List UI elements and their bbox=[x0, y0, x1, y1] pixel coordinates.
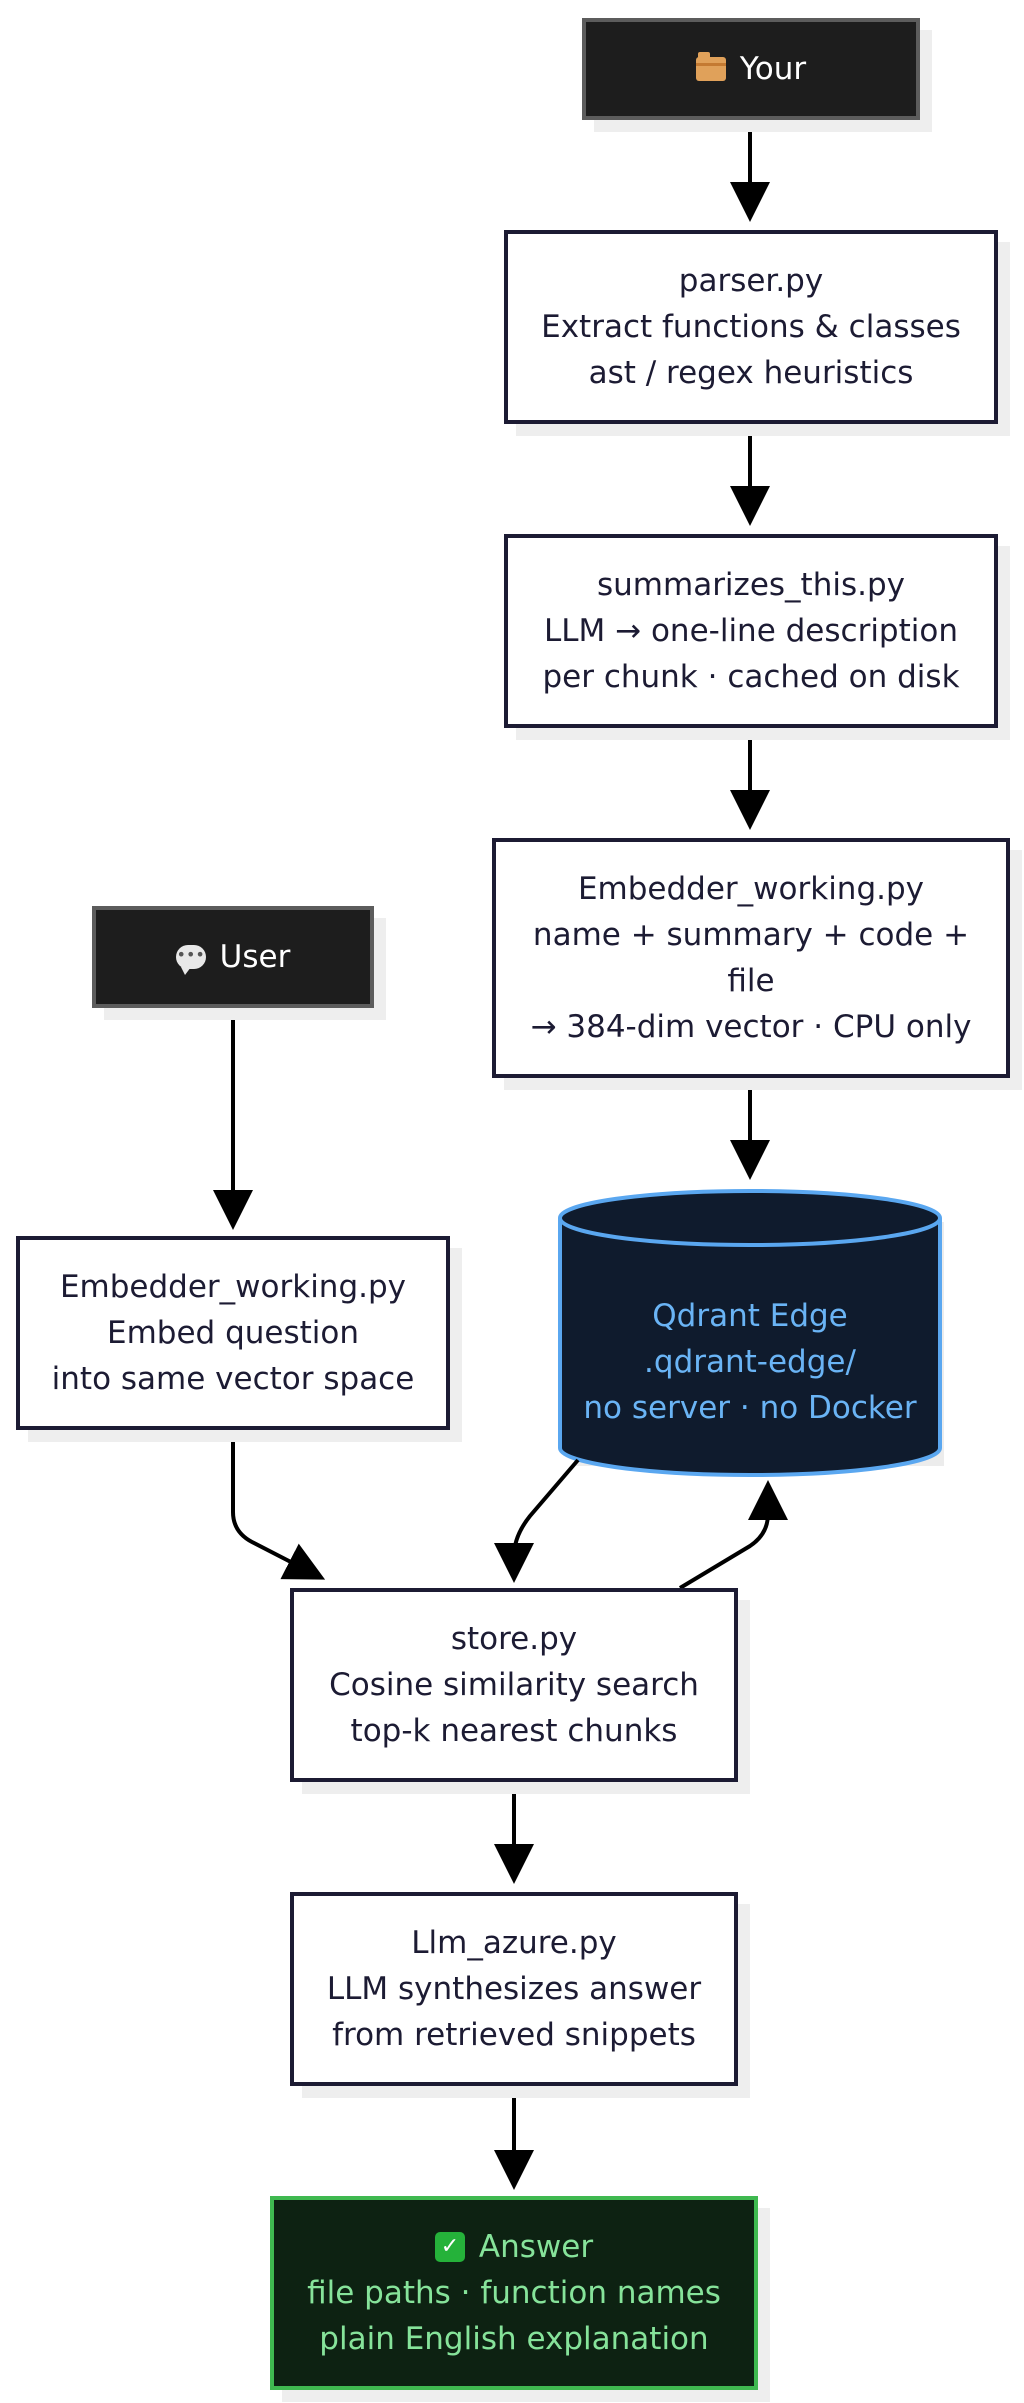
user-node: User bbox=[92, 906, 374, 1008]
query-embedder-line-2: Embed question bbox=[107, 1315, 359, 1351]
llm-title: Llm_azure.py bbox=[411, 1925, 617, 1961]
parser-line-3: ast / regex heuristics bbox=[588, 355, 914, 391]
user-label: User bbox=[219, 939, 291, 975]
index-embedder-line-3: file bbox=[727, 963, 775, 999]
store-line-3: top-k nearest chunks bbox=[350, 1713, 678, 1749]
answer-title: Answer bbox=[478, 2229, 594, 2265]
speech-bubble-icon bbox=[175, 932, 206, 978]
database-cylinder bbox=[558, 1189, 944, 1477]
folder-icon bbox=[695, 52, 726, 81]
store-title: store.py bbox=[450, 1621, 578, 1657]
store-node: store.py Cosine similarity search top-k … bbox=[290, 1588, 738, 1782]
database-line-3: no server · no Docker bbox=[583, 1390, 917, 1426]
summarizer-line-3: per chunk · cached on disk bbox=[542, 659, 960, 695]
source-label: Your bbox=[739, 51, 807, 87]
query-embedder-node: Embedder_working.py Embed question into … bbox=[16, 1236, 450, 1430]
index-embedder-line-4: → 384-dim vector · CPU only bbox=[530, 1009, 972, 1045]
index-embedder-line-2: name + summary + code + bbox=[532, 917, 970, 953]
answer-node: ✓ Answer file paths · function names pla… bbox=[270, 2196, 758, 2390]
source-node: Your bbox=[582, 18, 920, 120]
parser-title: parser.py bbox=[678, 263, 824, 299]
summarizer-line-2: LLM → one-line description bbox=[543, 613, 958, 649]
query-embedder-line-3: into same vector space bbox=[51, 1361, 415, 1397]
answer-line-3: plain English explanation bbox=[319, 2321, 709, 2357]
database-title: Qdrant Edge bbox=[652, 1298, 848, 1334]
index-embedder-title: Embedder_working.py bbox=[577, 871, 925, 907]
check-mark-icon: ✓ bbox=[434, 2232, 465, 2262]
summarizer-title: summarizes_this.py bbox=[597, 567, 905, 603]
index-embedder-node: Embedder_working.py name + summary + cod… bbox=[492, 838, 1010, 1078]
llm-line-3: from retrieved snippets bbox=[332, 2017, 696, 2053]
store-line-2: Cosine similarity search bbox=[329, 1667, 699, 1703]
parser-node: parser.py Extract functions & classes as… bbox=[504, 230, 998, 424]
llm-line-2: LLM synthesizes answer bbox=[326, 1971, 702, 2007]
database-line-2: .qdrant-edge/ bbox=[644, 1344, 856, 1380]
answer-line-2: file paths · function names bbox=[307, 2275, 721, 2311]
summarizer-node: summarizes_this.py LLM → one-line descri… bbox=[504, 534, 998, 728]
query-embedder-title: Embedder_working.py bbox=[59, 1269, 407, 1305]
edge-query-embedder-to-store bbox=[231, 1430, 326, 1580]
parser-line-2: Extract functions & classes bbox=[541, 309, 961, 345]
edge-database-to-store bbox=[494, 1458, 580, 1583]
database-node: Qdrant Edge .qdrant-edge/ no server · no… bbox=[560, 1252, 940, 1472]
edge-store-to-database bbox=[678, 1480, 788, 1590]
llm-node: Llm_azure.py LLM synthesizes answer from… bbox=[290, 1892, 738, 2086]
